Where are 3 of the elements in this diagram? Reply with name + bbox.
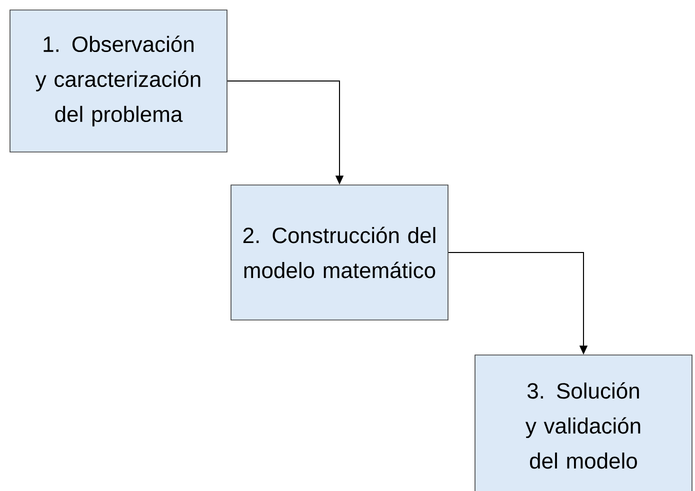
process-box: 3. Solución y validación del modelo (474, 354, 692, 491)
process-box: 1. Observación y caracterización del problema (10, 10, 228, 152)
process-box: 2. Construcción del modelo matemático (230, 184, 448, 320)
